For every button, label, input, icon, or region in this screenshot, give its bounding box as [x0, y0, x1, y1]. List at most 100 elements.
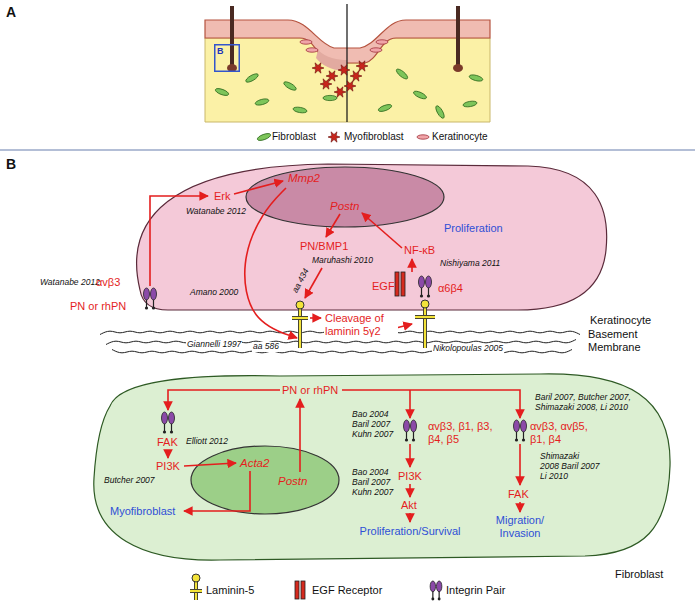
midline — [346, 4, 347, 122]
integrin-foot — [170, 430, 173, 433]
signal-arrow — [396, 324, 412, 328]
receptor-bar — [401, 272, 405, 296]
integrin-subunit — [430, 581, 435, 592]
molecule-label: PN or rhPN — [282, 384, 338, 397]
myofibroblast-icon — [334, 87, 346, 97]
receptor-bar — [295, 581, 299, 599]
integrin-symbol — [514, 420, 527, 442]
integrin-symbol — [144, 288, 157, 310]
gene-name: Mmp2 — [288, 172, 320, 185]
node-shape — [245, 166, 445, 228]
legend-text: Integrin Pair — [446, 584, 505, 596]
citation: Shimazaki 2008 Baril 2007 Li 2010 — [540, 452, 600, 481]
arrow-group — [150, 181, 520, 522]
inset-outline — [215, 45, 240, 72]
signal-arrow — [310, 317, 321, 319]
legend-entry: Myofibroblast — [344, 131, 403, 142]
symbol-group — [144, 132, 527, 601]
molecule-label: PN/BMP1 — [300, 240, 348, 253]
hair-follicle — [456, 6, 460, 66]
fibroblast-icon — [255, 98, 270, 107]
laminin-symbol — [190, 574, 202, 600]
fibroblast-icon — [395, 68, 409, 81]
citation: aa 586 — [252, 342, 280, 352]
signal-arrow — [245, 188, 297, 338]
laminin-edge — [423, 308, 427, 348]
integrin-foot — [163, 430, 166, 433]
signal-arrow — [409, 513, 411, 522]
outcome-label: Myofibroblast — [110, 505, 175, 518]
laminin-head — [296, 301, 304, 309]
signal-arrow — [326, 214, 340, 237]
integrin-subunit — [411, 420, 417, 432]
integrin-symbol — [404, 420, 417, 442]
legend-text: Fibroblast — [272, 131, 316, 142]
cell-outline — [137, 164, 607, 310]
integrin-subunit — [169, 412, 175, 424]
integrin-subunit — [514, 420, 520, 432]
molecule-label: Erk — [214, 190, 231, 203]
signal-arrow — [167, 450, 169, 458]
laminin-chain — [190, 590, 202, 592]
nucleus-outline — [246, 167, 444, 227]
integrin-subunit — [426, 276, 432, 288]
keratinocyte-cell: KeratinocyteMmp2Postn — [128, 160, 668, 335]
nucleus: Mmp2Postn — [245, 166, 445, 228]
integrin-foot — [145, 306, 148, 309]
citation: Nikolopoulas 2005 — [432, 344, 504, 354]
molecule-label: PN or rhPN — [70, 300, 126, 313]
fibroblast-icon — [434, 105, 446, 120]
integrin-foot — [427, 294, 430, 297]
molecule-label: αvβ3, β1, β3, β4, β5 — [428, 420, 500, 445]
signal-arrow — [519, 444, 521, 485]
outcome-label: Migration/ Invasion — [489, 514, 551, 539]
integrin-subunit — [151, 288, 157, 300]
citation: Maruhashi 2010 — [312, 256, 373, 266]
signal-arrow — [184, 471, 250, 511]
receptor-bar — [301, 581, 305, 599]
gene-name: Postn — [278, 475, 307, 488]
integrin-subunit — [436, 581, 441, 592]
legend-text: Laminin-5 — [206, 584, 254, 596]
follicle-bulb — [453, 64, 463, 72]
molecule-label: PI3K — [156, 460, 180, 473]
signal-arrow — [409, 444, 411, 467]
laminin-head — [192, 574, 200, 582]
node-label: Basement Membrane — [588, 328, 658, 353]
fibroblast-icon — [378, 103, 393, 113]
keratinocyte-icon — [300, 40, 312, 44]
legend-entry: Keratinocyte — [432, 131, 488, 142]
integrin-symbol — [419, 276, 432, 298]
receptor-bar — [395, 272, 399, 296]
integrin-symbol — [162, 412, 175, 434]
keratinocyte-icon — [306, 48, 318, 52]
keratinocyte-icon — [376, 40, 388, 44]
fibroblast-icon — [245, 72, 260, 84]
molecule-label: αvβ3 — [96, 276, 120, 289]
node-label: B — [217, 46, 224, 56]
molecule-label: Cleavage of laminin 5γ2 — [324, 312, 398, 337]
legend-entry: Laminin-5 — [206, 584, 254, 596]
laminin-head — [421, 300, 429, 308]
molecule-label: EGF — [372, 280, 395, 293]
panel-separator — [0, 149, 695, 151]
integrin-foot — [515, 438, 518, 441]
laminin-chain — [415, 316, 435, 318]
myofibroblast-icon — [320, 79, 332, 89]
signal-arrow — [234, 181, 283, 194]
citation: Elliott 2012 — [186, 437, 228, 447]
citation: Bao 2004 Baril 2007 Kuhn 2007 — [352, 410, 396, 439]
citation: Nishiyama 2011 — [440, 259, 500, 269]
laminin-edge — [292, 316, 308, 320]
fibroblast-icon — [293, 106, 308, 114]
integrin-foot — [438, 598, 441, 601]
molecule-label: αvβ3, αvβ5, β1, β4 — [530, 420, 600, 445]
egf-receptor-symbol — [395, 272, 405, 296]
node-label: Fibroblast — [615, 568, 663, 581]
panel-letter: B — [6, 156, 16, 172]
laminin-edge — [415, 315, 435, 319]
egf-receptor-symbol — [295, 581, 305, 599]
nucleus: Acta2Postn — [190, 445, 340, 515]
legend-entry: EGF Receptor — [312, 584, 382, 596]
